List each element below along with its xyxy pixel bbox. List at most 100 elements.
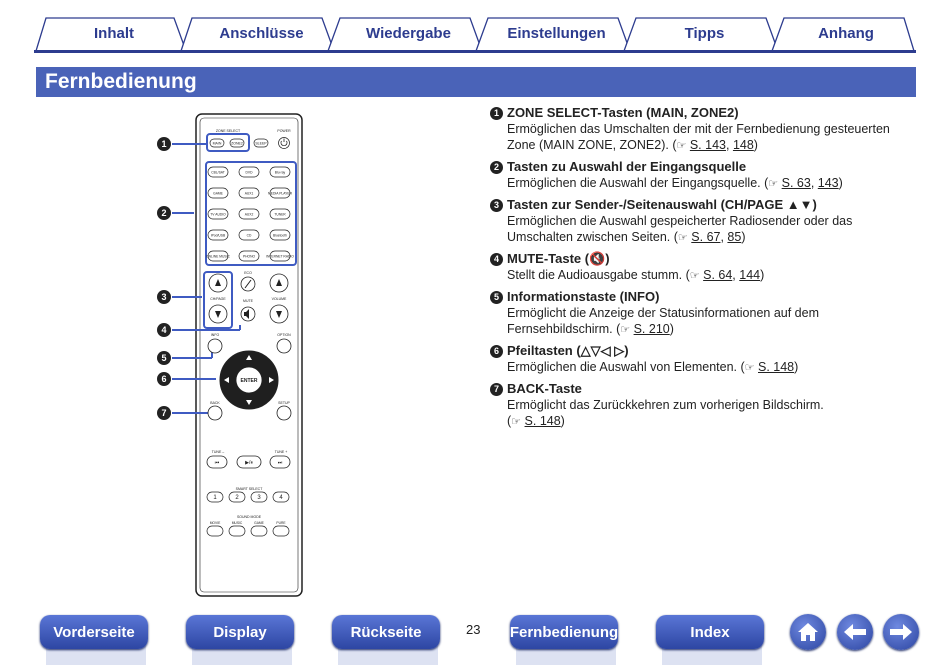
tab-wiedergabe[interactable]: Wiedergabe bbox=[336, 15, 481, 51]
source-button[interactable] bbox=[238, 208, 260, 220]
arrow-up-icon bbox=[246, 355, 252, 360]
display-button[interactable]: Display bbox=[186, 615, 294, 649]
eco-leaf-icon bbox=[244, 279, 252, 289]
front-panel-button[interactable]: Vorderseite bbox=[40, 615, 148, 649]
source-button[interactable] bbox=[238, 250, 260, 262]
source-button[interactable] bbox=[207, 187, 229, 199]
source-button[interactable] bbox=[269, 166, 291, 178]
previous-page-button[interactable] bbox=[837, 614, 873, 650]
item-number: 4 bbox=[490, 252, 503, 266]
page-reference-link[interactable]: S. 63 bbox=[781, 176, 811, 190]
setup-button[interactable] bbox=[276, 405, 292, 421]
tab-label: Inhalt bbox=[94, 24, 134, 42]
source-button[interactable] bbox=[269, 208, 291, 220]
svg-text:TUNE +: TUNE + bbox=[275, 450, 288, 454]
triangle-up-icon bbox=[276, 279, 282, 286]
enter-button[interactable] bbox=[235, 366, 263, 394]
tab-tipps[interactable]: Tipps bbox=[632, 15, 777, 51]
callout-1 bbox=[157, 137, 171, 151]
page-title-bar: Fernbedienung bbox=[36, 67, 916, 97]
source-label: iPod/USB bbox=[211, 233, 226, 237]
source-button[interactable] bbox=[207, 166, 229, 178]
svg-text:MAIN: MAIN bbox=[213, 142, 222, 146]
smart-select-button[interactable] bbox=[206, 491, 224, 503]
sleep-button[interactable] bbox=[253, 138, 269, 148]
tab-einstellungen[interactable]: Einstellungen bbox=[484, 15, 629, 51]
smart-select-button[interactable] bbox=[250, 491, 268, 503]
source-button[interactable] bbox=[269, 187, 291, 199]
nav-shadow bbox=[338, 645, 438, 665]
tune-minus-button[interactable] bbox=[206, 455, 228, 469]
page-reference-link[interactable]: S. 143 bbox=[689, 138, 726, 152]
source-label: AUX2 bbox=[245, 212, 254, 216]
svg-text:6: 6 bbox=[161, 374, 166, 384]
item-number: 3 bbox=[490, 198, 503, 212]
svg-text:SLEEP: SLEEP bbox=[255, 142, 267, 146]
smart-select-label: 3 bbox=[257, 495, 261, 501]
play-pause-button[interactable] bbox=[236, 455, 262, 469]
page-reference-link[interactable]: 143 bbox=[817, 176, 839, 190]
item-title: MUTE-Taste (🔇) bbox=[507, 251, 610, 266]
svg-text:SOUND MODE: SOUND MODE bbox=[237, 515, 262, 519]
source-button[interactable] bbox=[207, 250, 229, 262]
info-button[interactable] bbox=[207, 338, 223, 354]
rear-panel-button[interactable]: Rückseite bbox=[332, 615, 440, 649]
power-button[interactable] bbox=[278, 137, 290, 149]
option-button[interactable] bbox=[276, 338, 292, 354]
page-reference-link[interactable]: 148 bbox=[732, 138, 754, 152]
sound-mode-button[interactable] bbox=[250, 525, 268, 537]
page-reference-link[interactable]: S. 64 bbox=[703, 268, 733, 282]
callout-6 bbox=[157, 372, 171, 386]
back-button[interactable] bbox=[207, 405, 223, 421]
remote-illustration: 1 2 3 4 5 6 7 ZONE SELECT POWER MAIN ZON… bbox=[150, 110, 310, 600]
sound-mode-button[interactable] bbox=[228, 525, 246, 537]
zone2-button[interactable] bbox=[229, 138, 245, 148]
item-title: BACK-Taste bbox=[507, 381, 582, 396]
next-page-button[interactable] bbox=[883, 614, 919, 650]
triangle-down-icon bbox=[215, 311, 221, 318]
smart-select-button[interactable] bbox=[228, 491, 246, 503]
smart-select-label: 1 bbox=[213, 495, 217, 501]
tab-anhang[interactable]: Anhang bbox=[778, 15, 914, 51]
item-body: Ermöglichen die Auswahl der Eingangsquel… bbox=[507, 176, 761, 190]
sound-mode-button[interactable] bbox=[272, 525, 290, 537]
source-button[interactable] bbox=[238, 229, 260, 241]
smart-select-button[interactable] bbox=[272, 491, 290, 503]
tune-plus-button[interactable] bbox=[269, 455, 291, 469]
source-button[interactable] bbox=[238, 166, 260, 178]
source-button[interactable] bbox=[269, 250, 291, 262]
arrow-down-icon bbox=[246, 400, 252, 405]
tab-label: Tipps bbox=[684, 24, 725, 42]
source-button[interactable] bbox=[238, 187, 260, 199]
item-body: Ermöglicht die Anzeige der Statusinforma… bbox=[507, 306, 819, 336]
page-reference-link[interactable]: S. 210 bbox=[633, 322, 670, 336]
page-reference-link[interactable]: 144 bbox=[739, 268, 761, 282]
tab-anschluesse[interactable]: Anschlüsse bbox=[189, 15, 334, 51]
page-number: 23 bbox=[466, 622, 481, 637]
page-reference-link[interactable]: S. 148 bbox=[758, 360, 795, 374]
source-label: Blu-ray bbox=[275, 170, 286, 174]
index-button[interactable]: Index bbox=[656, 615, 764, 649]
reference-hand-icon: ☞ bbox=[689, 270, 700, 282]
callout-2 bbox=[157, 206, 171, 220]
remote-button[interactable]: Fernbedienung bbox=[510, 615, 618, 649]
sound-mode-button[interactable] bbox=[206, 525, 224, 537]
page-reference-link[interactable]: 85 bbox=[727, 230, 742, 244]
svg-text:TUNE –: TUNE – bbox=[212, 450, 225, 454]
source-button[interactable] bbox=[269, 229, 291, 241]
source-button[interactable] bbox=[207, 208, 229, 220]
home-button[interactable] bbox=[790, 614, 826, 650]
page-reference-link[interactable]: S. 148 bbox=[524, 414, 561, 428]
page-reference-link[interactable]: S. 67 bbox=[691, 230, 721, 244]
smart-select-label: 2 bbox=[235, 495, 239, 501]
triangle-up-icon bbox=[215, 279, 221, 286]
main-button[interactable] bbox=[209, 138, 225, 148]
source-button[interactable] bbox=[207, 229, 229, 241]
nav-shadow bbox=[192, 645, 292, 665]
tab-inhalt[interactable]: Inhalt bbox=[44, 15, 184, 51]
